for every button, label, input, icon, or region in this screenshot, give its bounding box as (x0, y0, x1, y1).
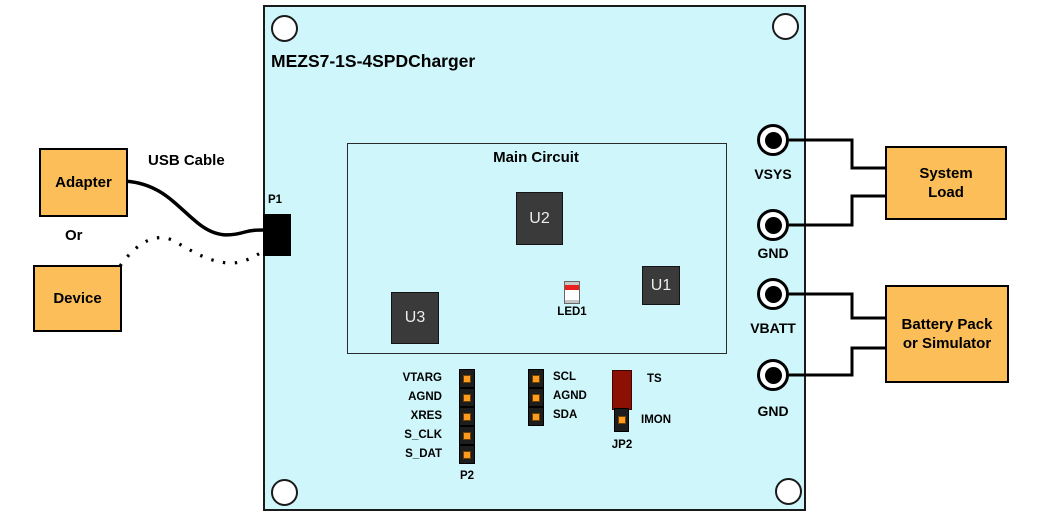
led1-label: LED1 (557, 306, 587, 318)
box-battery-pack: Battery Pack or Simulator (885, 285, 1009, 383)
main-circuit-label: Main Circuit (493, 149, 579, 166)
wire-gnd-top (789, 194, 886, 227)
box-device: Device (33, 265, 122, 332)
system-load-line2: Load (928, 184, 964, 201)
board-title: MEZS7-1S-4SPDCharger (271, 51, 476, 71)
jp2-jumper-cap (612, 370, 632, 410)
terminal-vsys (757, 124, 789, 156)
pin-contact (463, 412, 471, 421)
pin-contact (532, 393, 540, 402)
pin-contact (463, 450, 471, 459)
pin-contact (463, 431, 471, 440)
jp2-label: JP2 (611, 439, 633, 451)
p2-pin-vtarg (459, 369, 475, 388)
p2-pin-label-xres: XRES (410, 410, 442, 422)
wire-vbatt (789, 292, 886, 320)
box-adapter: Adapter (39, 148, 128, 217)
terminal-vbatt (757, 278, 789, 310)
battery-line2: or Simulator (902, 335, 992, 352)
usb-cable (123, 179, 266, 237)
terminal-gnd-bottom (757, 359, 789, 391)
p2-pin-xres (459, 407, 475, 426)
dotted-cable (118, 236, 265, 267)
jp2-open-pin (614, 408, 629, 432)
led1 (564, 281, 580, 304)
mounting-hole-bottom-right (775, 478, 802, 505)
i2c-pin-label-agnd: AGND (553, 390, 587, 402)
usb-cable-label: USB Cable (148, 152, 225, 169)
terminal-label-vsys: VSYS (754, 166, 792, 182)
battery-line1: Battery Pack (901, 315, 993, 333)
or-label: Or (65, 227, 83, 244)
terminal-gnd-top (757, 209, 789, 241)
p2-pin-label-sclk: S_CLK (404, 429, 442, 441)
p2-pin-label-sdat: S_DAT (405, 448, 442, 460)
p2-pin-sdat (459, 445, 475, 464)
pin-contact (463, 374, 471, 383)
p1-connector (263, 214, 291, 256)
pin-contact (532, 412, 540, 421)
system-load-line1: System (919, 164, 973, 182)
i2c-pin-label-scl: SCL (553, 371, 576, 383)
terminal-label-gnd-top: GND (757, 245, 789, 261)
main-circuit-outline (347, 143, 727, 354)
p1-label: P1 (268, 194, 283, 206)
wire-vsys (789, 138, 886, 170)
chip-u3: U3 (391, 292, 439, 344)
i2c-pin-agnd (528, 388, 544, 407)
chip-u1: U1 (642, 266, 680, 305)
jack-core (764, 131, 782, 149)
p2-pin-agnd (459, 388, 475, 407)
p2-pin-sclk (459, 426, 475, 445)
terminal-label-gnd-bottom: GND (757, 403, 789, 419)
i2c-header (528, 369, 544, 426)
terminal-label-vbatt: VBATT (750, 320, 796, 336)
p2-header (459, 369, 475, 464)
p2-label: P2 (459, 470, 475, 482)
jack-core (764, 216, 782, 234)
jack-core (764, 285, 782, 303)
i2c-pin-scl (528, 369, 544, 388)
jp2-position-ts: TS (647, 373, 662, 385)
i2c-pin-label-sda: SDA (553, 409, 578, 421)
jp2-position-imon: IMON (641, 414, 672, 426)
chip-u2: U2 (516, 192, 563, 245)
led1-foot (565, 300, 579, 303)
jack-core (764, 366, 782, 384)
p2-pin-label-agnd: AGND (408, 391, 442, 403)
pin-contact (532, 374, 540, 383)
pin-contact (617, 416, 626, 424)
led1-red-band (565, 285, 579, 290)
p2-pin-label-vtarg: VTARG (402, 372, 442, 384)
pin-contact (463, 393, 471, 402)
wire-gnd-bottom (789, 346, 886, 377)
mounting-hole-bottom-left (271, 479, 298, 506)
box-system-load: System Load (885, 146, 1007, 220)
mounting-hole-top-right (772, 13, 799, 40)
mounting-hole-top-left (271, 15, 298, 42)
i2c-pin-sda (528, 407, 544, 426)
led1-body (565, 290, 579, 300)
led1-cap (565, 282, 579, 285)
